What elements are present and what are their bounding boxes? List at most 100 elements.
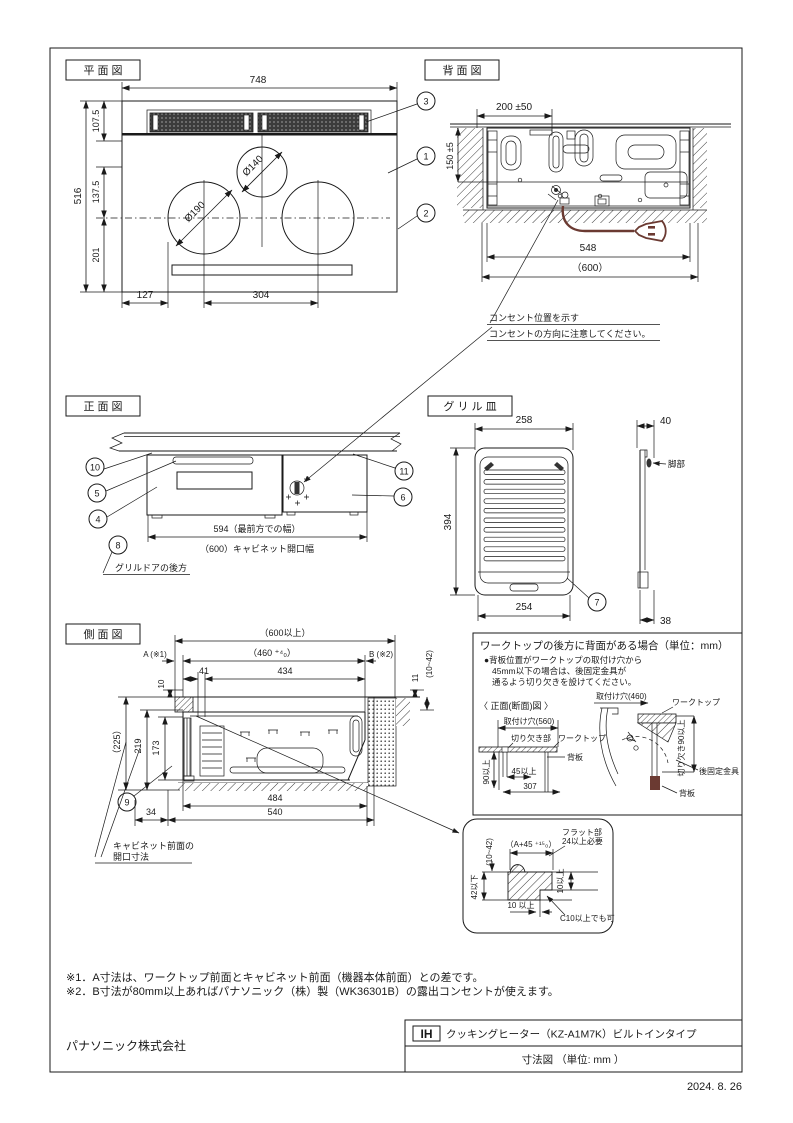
side-dim-484: 484 (267, 793, 282, 803)
back-board-left: 背板 (567, 752, 583, 762)
dim-307: 307 (523, 782, 537, 791)
rear-dim-600: （600） (572, 262, 609, 274)
grill-pan-slats (483, 469, 566, 562)
back-board-block (650, 776, 660, 790)
rear-dim-200: 200 ±50 (496, 102, 533, 113)
outlet-note-line1: コンセント位置を示す (489, 312, 579, 323)
detail-dim-10-42: (10~42) (485, 838, 494, 866)
callout-7: 7 (594, 598, 599, 608)
detail-dim-10-bottom: 10 以上 (507, 901, 534, 910)
product-title: クッキングヒーター（KZ-A1M7K）ビルトインタイプ (446, 1028, 697, 1041)
side-dim-b: B (※2) (369, 650, 393, 659)
back-panel-body3: 通るよう切り欠きを設けてください。 (492, 677, 636, 687)
back-panel-box: ワークトップの後方に背面がある場合（単位：mm） ●背板位置がワークトップの取付… (472, 632, 743, 816)
drawing-date: 2024. 8. 26 (687, 1081, 742, 1093)
side-view-title: 側 面 図 (83, 628, 122, 641)
back-panel-body1: ●背板位置がワークトップの取付け穴から (484, 655, 642, 665)
leg-label: 脚部 (668, 459, 686, 469)
side-dim-10-42: (10~42) (425, 650, 434, 678)
section-label: 〈 正面(断面)図 〉 (479, 700, 553, 711)
side-dim-225: （225） (112, 725, 122, 758)
flat-detail-box: (10~42) （A+45 ⁺¹⁵₀） フラット部 24以上必要 10以上 42… (462, 818, 615, 934)
burner-circle-small (236, 146, 288, 198)
callout-4: 4 (95, 515, 100, 525)
flat-note-line1: フラット部 (562, 827, 602, 837)
outlet-note: コンセント位置を示す コンセントの方向に注意してください。 (303, 199, 660, 483)
callout-6: 6 (400, 493, 405, 503)
plan-dim-304: 304 (253, 290, 270, 301)
side-dim-10: 10 (157, 679, 166, 688)
grill-door-side (183, 717, 192, 777)
grill-pan-side: 脚部 40 38 (636, 416, 686, 627)
plan-dim-127: 127 (137, 290, 154, 301)
display-strip (171, 264, 353, 276)
counter-slab (507, 871, 553, 901)
hole-460: 取付け穴(460) (596, 691, 647, 701)
grill-dim-38: 38 (660, 616, 672, 627)
grill-door (282, 454, 368, 513)
side-dim-460: （460 ⁺⁴₀） (248, 648, 296, 658)
worktop-label-left: ワークトップ (558, 734, 606, 743)
outlet-note-line2: コンセントの方向に注意してください。 (489, 328, 650, 339)
side-dim-219: 219 (133, 738, 143, 753)
grill-pan-title: グ リ ル 皿 (443, 399, 496, 413)
back-board-right: 背板 (679, 788, 695, 798)
side-dim-434: 434 (277, 666, 292, 676)
vent-grille-right (257, 112, 369, 133)
callout-2: 2 (423, 209, 428, 219)
cutout-90: 切り欠き90以上 (676, 720, 686, 777)
rear-dim-150: 150 ±5 (445, 142, 455, 169)
back-panel-front-section: 取付け穴(560) 切り欠き部 ワークトップ 背板 90以上 45以上 307 (478, 716, 606, 795)
side-dim-600: （600以上） (259, 628, 310, 638)
side-dim-41: 41 (199, 666, 209, 676)
title-block: IH クッキングヒーター（KZ-A1M7K）ビルトインタイプ 寸法図 （単位: … (404, 1019, 743, 1073)
side-dim-a: A (※1) (143, 650, 167, 659)
callout-8: 8 (115, 541, 120, 551)
detail-dim-a45: （A+45 ⁺¹⁵₀） (506, 840, 557, 849)
sheet-border (49, 47, 743, 1073)
grill-dim-40: 40 (660, 416, 672, 427)
power-cord (561, 205, 634, 233)
side-dim-34: 34 (146, 807, 156, 817)
drawing-type: 寸法図 （単位: mm ） (522, 1053, 625, 1066)
callout-9: 9 (124, 798, 129, 808)
front-dim-594: 594（最前方での幅） (213, 523, 300, 534)
display-window (176, 471, 253, 490)
plan-dim-748: 748 (250, 75, 267, 86)
plan-view-title: 平 面 図 (83, 64, 122, 77)
dim-90: 90以上 (482, 760, 491, 785)
front-view-title: 正 面 図 (83, 400, 122, 413)
callout-11: 11 (399, 467, 408, 477)
plan-dim-107: 107.5 (91, 110, 101, 133)
cabinet-note-line2: 開口寸法 (113, 851, 149, 862)
burner-circle-right (281, 181, 355, 255)
company-name: パナソニック株式会社 (66, 1038, 186, 1053)
side-dim-11: 11 (411, 673, 420, 682)
callout-3: 3 (423, 97, 428, 107)
plan-dim-516: 516 (73, 187, 84, 204)
rear-view: 背 面 図 (424, 59, 731, 282)
pan-leg (646, 458, 652, 468)
burner-circle-left (167, 181, 241, 255)
worktop-label-right: ワークトップ (672, 698, 720, 707)
cutout-label: 切り欠き部 (511, 733, 551, 743)
flat-note-line2: 24以上必要 (562, 836, 603, 846)
grill-door-note: グリルドアの後方 (115, 562, 187, 573)
bracket-label: 後固定金具 (699, 766, 739, 776)
grill-pan-outline (474, 447, 574, 596)
note-1: ※1．A寸法は、ワークトップ前面とキャビネット前面（機器本体前面）との差です。 (66, 970, 483, 984)
grill-dim-254: 254 (516, 602, 533, 613)
back-panel-body2: 45mm以下の場合は、後固定金具が (492, 666, 627, 676)
dim-45: 45以上 (512, 767, 537, 776)
cabinet-note-line1: キャビネット前面の (113, 840, 194, 851)
callout-5: 5 (94, 489, 99, 499)
back-panel-side-section: 取付け穴(460) ワークトップ 切り欠き90以上 後固定金具 背板 (594, 691, 739, 798)
power-connector (547, 185, 570, 205)
detail-dim-42: 42以下 (470, 875, 479, 900)
power-plug (633, 220, 667, 242)
side-dim-540: 540 (267, 807, 282, 817)
callout-10: 10 (90, 463, 100, 473)
callout-1: 1 (423, 152, 428, 162)
ih-badge: IH (421, 1027, 433, 1041)
